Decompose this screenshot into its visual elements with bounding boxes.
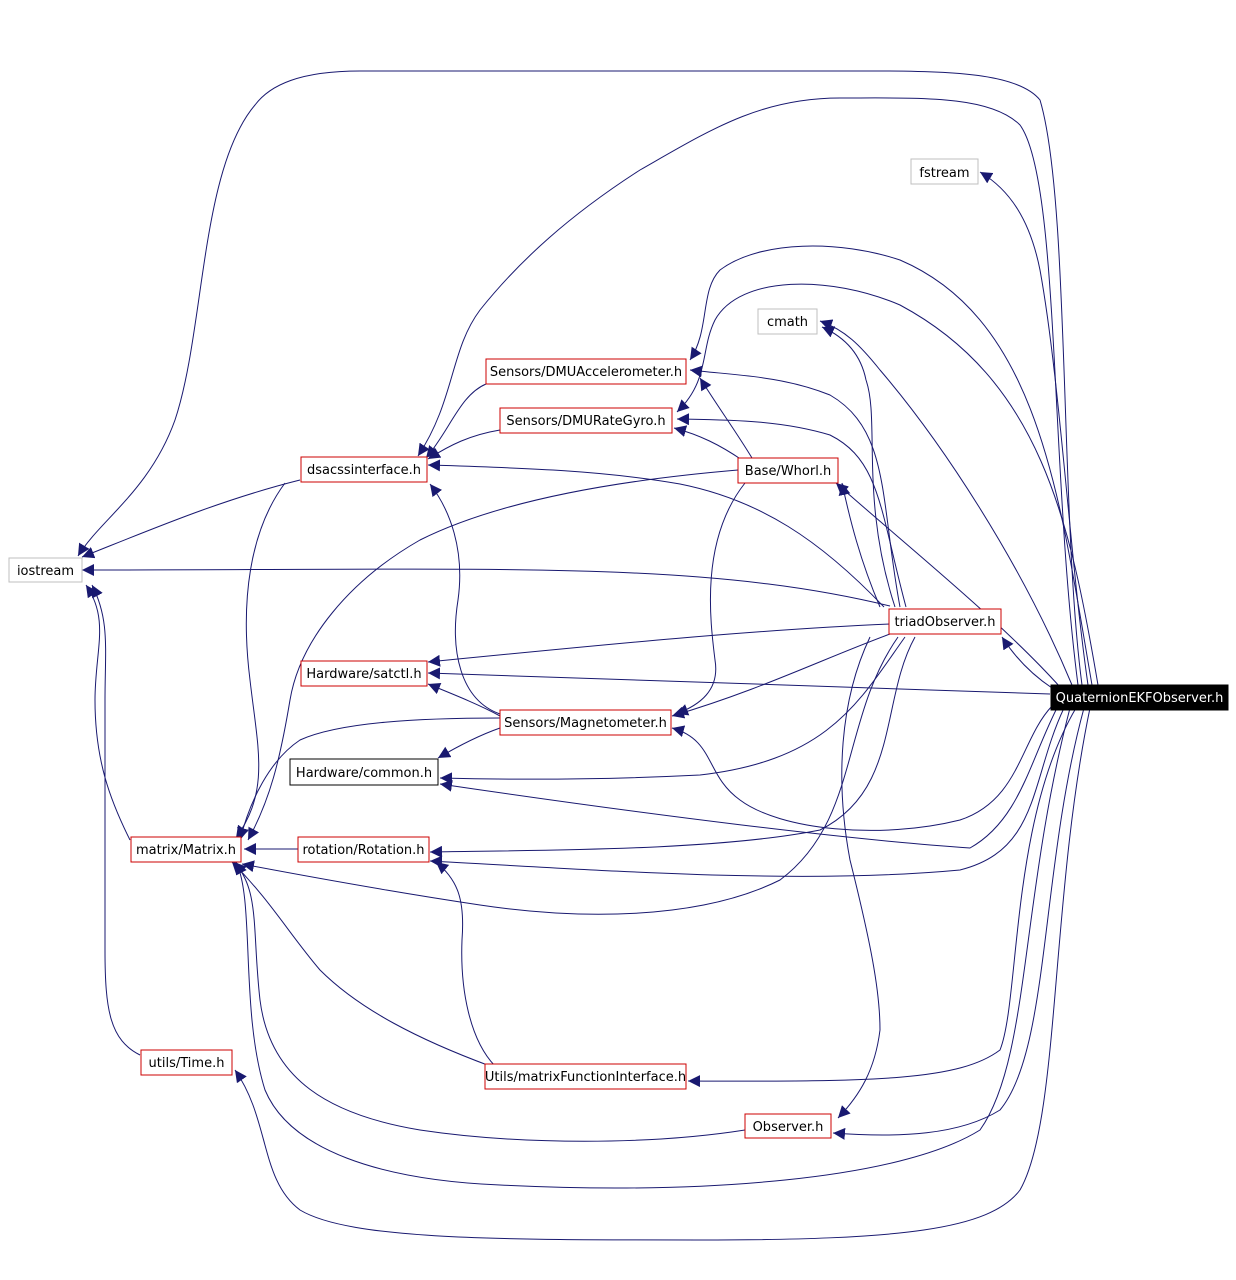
- node-triadobserver-label: triadObserver.h: [894, 615, 995, 630]
- edge-whorl-dmugyro: [673, 425, 743, 461]
- edge-triad-matrix: [241, 636, 899, 915]
- edge-whorl-dmuaccel: [699, 377, 753, 459]
- node-rotation[interactable]: rotation/Rotation.h: [297, 836, 430, 863]
- edge-whorl-magnet: [675, 482, 746, 716]
- edge-dsacss-matrix: [235, 482, 286, 839]
- node-common-label: Hardware/common.h: [296, 766, 432, 781]
- node-time-label: utils/Time.h: [149, 1056, 225, 1071]
- node-quaternionekfobserver-label: QuaternionEKFObserver.h: [1056, 691, 1224, 706]
- node-quaternionekfobserver[interactable]: QuaternionEKFObserver.h: [1050, 684, 1229, 711]
- edge-qekf-mfi: [687, 707, 1077, 1088]
- node-matrix-label: matrix/Matrix.h: [136, 843, 236, 858]
- edge-triad-magnet: [671, 633, 891, 719]
- edge-qekf-matrix: [235, 707, 1071, 1189]
- edge-qekf-triad: [1001, 636, 1053, 689]
- node-satctl-label: Hardware/satctl.h: [306, 667, 421, 682]
- node-dmurategyro-label: Sensors/DMURateGyro.h: [506, 414, 665, 429]
- edge-triad-dmugyro: [676, 413, 907, 608]
- edge-triad-cmath: [821, 326, 896, 608]
- edge-triad-observer: [837, 636, 881, 1119]
- node-dsacssinterface-label: dsacssinterface.h: [307, 463, 421, 478]
- edge-dmuaccel-dsacss: [425, 383, 487, 459]
- node-cmath[interactable]: cmath: [757, 308, 818, 335]
- edge-qekf-time: [234, 707, 1091, 1241]
- node-observer-label: Observer.h: [753, 1120, 824, 1135]
- node-layer: iostream fstream cmath dsacssinterface.h…: [8, 158, 1229, 1139]
- node-dmurategyro[interactable]: Sensors/DMURateGyro.h: [499, 407, 673, 434]
- node-dmuaccelerometer[interactable]: Sensors/DMUAccelerometer.h: [485, 358, 687, 385]
- node-magnetometer[interactable]: Sensors/Magnetometer.h: [499, 709, 672, 736]
- edge-matrix-iostream: [85, 584, 131, 841]
- node-common[interactable]: Hardware/common.h: [289, 758, 439, 786]
- edge-qekf-magnet: [671, 705, 1053, 831]
- node-iostream[interactable]: iostream: [8, 557, 83, 583]
- node-fstream-label: fstream: [919, 166, 969, 181]
- node-cmath-label: cmath: [767, 315, 808, 330]
- edge-triad-iostream: [81, 563, 891, 607]
- edge-triad-dmuaccel: [689, 365, 901, 608]
- edge-magnet-matrix: [237, 717, 501, 841]
- node-time[interactable]: utils/Time.h: [140, 1049, 233, 1076]
- edge-qekf-rotation: [429, 707, 1065, 877]
- edge-qekf-dsacss: [417, 97, 1079, 686]
- edge-observer-matrix: [233, 861, 746, 1142]
- node-observer[interactable]: Observer.h: [744, 1113, 832, 1139]
- node-whorl-label: Base/Whorl.h: [745, 464, 831, 479]
- edge-dmugyro-dsacss: [427, 429, 501, 460]
- edge-layer: [77, 70, 1099, 1241]
- edge-triad-dsacss: [427, 459, 885, 608]
- node-dsacssinterface[interactable]: dsacssinterface.h: [300, 456, 428, 483]
- edge-qekf-fstream: [979, 171, 1089, 686]
- edge-qekf-satctl: [427, 667, 1051, 695]
- edge-triad-whorl: [838, 482, 881, 608]
- edge-qekf-dmuaccel: [689, 245, 1093, 686]
- edge-triad-common: [439, 636, 906, 785]
- node-whorl[interactable]: Base/Whorl.h: [737, 457, 839, 484]
- edge-qekf-observer: [832, 707, 1085, 1140]
- node-triadobserver[interactable]: triadObserver.h: [888, 608, 1002, 635]
- edge-qekf-dmugyro: [676, 283, 1099, 686]
- edge-qekf-whorl: [835, 482, 1061, 688]
- edge-qekf-common: [439, 705, 1059, 849]
- edge-triad-rotation: [429, 636, 916, 858]
- node-satctl[interactable]: Hardware/satctl.h: [300, 660, 428, 687]
- node-fstream[interactable]: fstream: [910, 158, 979, 185]
- node-dmuaccelerometer-label: Sensors/DMUAccelerometer.h: [490, 365, 682, 380]
- edge-magnet-satctl: [427, 682, 501, 717]
- node-rotation-label: rotation/Rotation.h: [302, 843, 424, 858]
- edge-qekf-iostream: [77, 70, 1083, 686]
- edge-qekf-cmath: [819, 319, 1073, 686]
- node-magnetometer-label: Sensors/Magnetometer.h: [504, 716, 667, 731]
- edge-whorl-matrix: [247, 469, 739, 841]
- node-matrix[interactable]: matrix/Matrix.h: [130, 836, 242, 863]
- edge-triad-satctl: [427, 623, 891, 667]
- edge-magnet-common: [437, 727, 501, 759]
- edge-time-iostream: [91, 584, 141, 1056]
- edge-dsacss-iostream: [81, 479, 301, 559]
- edge-mfi-rotation: [435, 861, 496, 1067]
- node-iostream-label: iostream: [17, 564, 74, 579]
- node-matrixfunctioninterface[interactable]: Utils/matrixFunctionInterface.h: [484, 1063, 687, 1090]
- edge-mfi-matrix: [231, 861, 491, 1067]
- edge-magnet-dsacss: [429, 483, 501, 715]
- node-matrixfunctioninterface-label: Utils/matrixFunctionInterface.h: [485, 1070, 686, 1085]
